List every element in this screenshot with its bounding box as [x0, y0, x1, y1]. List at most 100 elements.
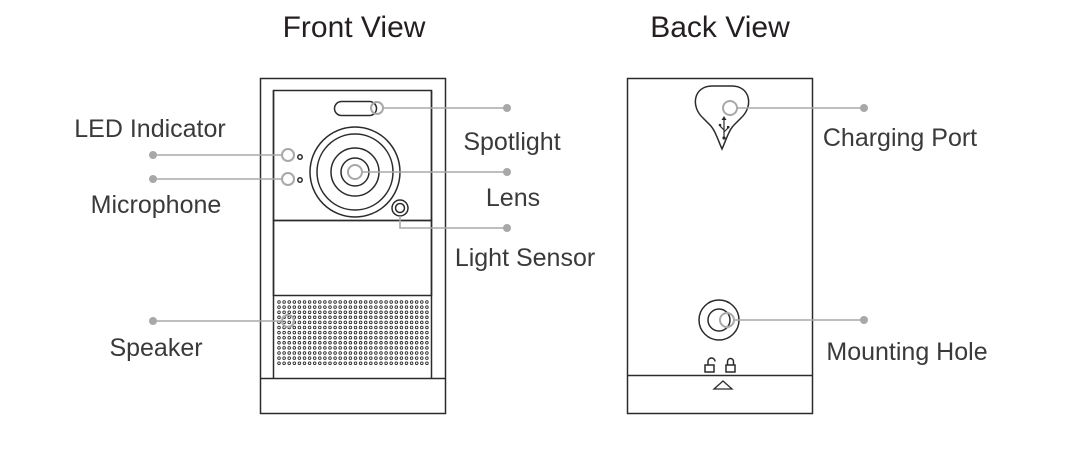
speaker-hole: [353, 320, 358, 325]
speaker-hole: [409, 300, 414, 304]
speaker-hole: [353, 356, 358, 360]
speaker-hole: [394, 310, 399, 314]
speaker-hole: [328, 346, 332, 350]
speaker-hole: [374, 341, 378, 345]
speaker-hole: [425, 325, 429, 330]
speaker-hole: [369, 300, 373, 304]
speaker-hole: [277, 315, 281, 320]
speaker-hole: [384, 305, 388, 309]
speaker-hole: [399, 305, 404, 309]
speaker-hole: [277, 335, 281, 340]
speaker-hole: [328, 310, 332, 314]
speaker-hole: [277, 330, 281, 335]
speaker-hole: [318, 310, 322, 314]
speaker-hole: [389, 300, 393, 304]
speaker-hole: [394, 361, 399, 365]
speaker-hole: [333, 361, 337, 365]
label-spotlight: Spotlight: [463, 128, 560, 156]
label-led-indicator: LED Indicator: [74, 115, 225, 143]
speaker-hole: [318, 361, 322, 365]
light-sensor-ring: [391, 199, 409, 217]
speaker-hole: [302, 330, 307, 335]
speaker-hole: [338, 300, 342, 304]
mic-hole: [297, 177, 303, 183]
speaker-hole: [425, 330, 429, 335]
speaker-hole: [297, 325, 302, 330]
speaker-hole: [328, 330, 332, 335]
front-device: [259, 77, 447, 415]
speaker-hole: [363, 335, 368, 340]
speaker-hole: [425, 346, 429, 350]
speaker-hole: [374, 346, 378, 350]
speaker-hole: [399, 310, 404, 314]
speaker-hole: [425, 351, 429, 355]
speaker-hole: [282, 330, 286, 335]
speaker-hole: [282, 346, 286, 350]
speaker-hole: [307, 310, 312, 314]
back-body: [626, 77, 814, 415]
label-mounting-hole: Mounting Hole: [826, 338, 987, 366]
speaker-hole: [353, 305, 358, 309]
speaker-hole: [302, 346, 307, 350]
back-view-title: Back View: [650, 11, 790, 44]
speaker-hole: [379, 341, 383, 345]
speaker-hole: [399, 300, 404, 304]
speaker-hole: [297, 300, 302, 304]
speaker-hole: [343, 315, 348, 320]
speaker-hole: [302, 351, 307, 355]
speaker-hole: [333, 341, 337, 345]
speaker-hole: [399, 325, 404, 330]
speaker-hole: [384, 356, 388, 360]
speaker-hole: [297, 335, 302, 340]
speaker-hole: [414, 325, 419, 330]
speaker-hole: [307, 325, 312, 330]
speaker-hole: [277, 300, 281, 304]
speaker-hole: [328, 335, 332, 340]
speaker-hole: [409, 320, 414, 325]
label-microphone: Microphone: [91, 191, 222, 219]
speaker-hole: [404, 325, 409, 330]
speaker-hole: [292, 356, 297, 360]
speaker-hole: [333, 325, 337, 330]
speaker-hole: [389, 310, 393, 314]
label-charging-port: Charging Port: [823, 124, 977, 152]
speaker-hole: [292, 325, 297, 330]
speaker-hole: [399, 356, 404, 360]
speaker-hole: [297, 341, 302, 345]
speaker-hole: [338, 346, 342, 350]
speaker-hole: [404, 361, 409, 365]
speaker-hole: [287, 310, 291, 314]
speaker-hole: [399, 330, 404, 335]
speaker-hole: [394, 320, 399, 325]
speaker-hole: [425, 320, 429, 325]
speaker-hole: [338, 341, 342, 345]
unlock-icon: [704, 357, 716, 373]
speaker-hole: [323, 356, 327, 360]
speaker-hole: [323, 315, 327, 320]
speaker-hole: [394, 315, 399, 320]
speaker-hole: [379, 356, 383, 360]
speaker-hole: [333, 320, 337, 325]
speaker-hole: [374, 310, 378, 314]
speaker-hole: [333, 351, 337, 355]
speaker-hole: [343, 305, 348, 309]
speaker-hole: [409, 310, 414, 314]
speaker-hole: [425, 310, 429, 314]
callout-led-indicator: [149, 148, 295, 162]
speaker-hole: [348, 310, 353, 314]
speaker-hole: [358, 330, 363, 335]
speaker-hole: [348, 341, 353, 345]
speaker-hole: [379, 320, 383, 325]
speaker-hole: [287, 335, 291, 340]
speaker-hole: [394, 330, 399, 335]
speaker-hole: [353, 330, 358, 335]
speaker-hole: [358, 341, 363, 345]
speaker-hole: [292, 361, 297, 365]
speaker-hole: [389, 305, 393, 309]
speaker-hole: [297, 315, 302, 320]
speaker-hole: [318, 351, 322, 355]
speaker-hole: [318, 305, 322, 309]
speaker-hole: [302, 356, 307, 360]
speaker-hole: [358, 346, 363, 350]
